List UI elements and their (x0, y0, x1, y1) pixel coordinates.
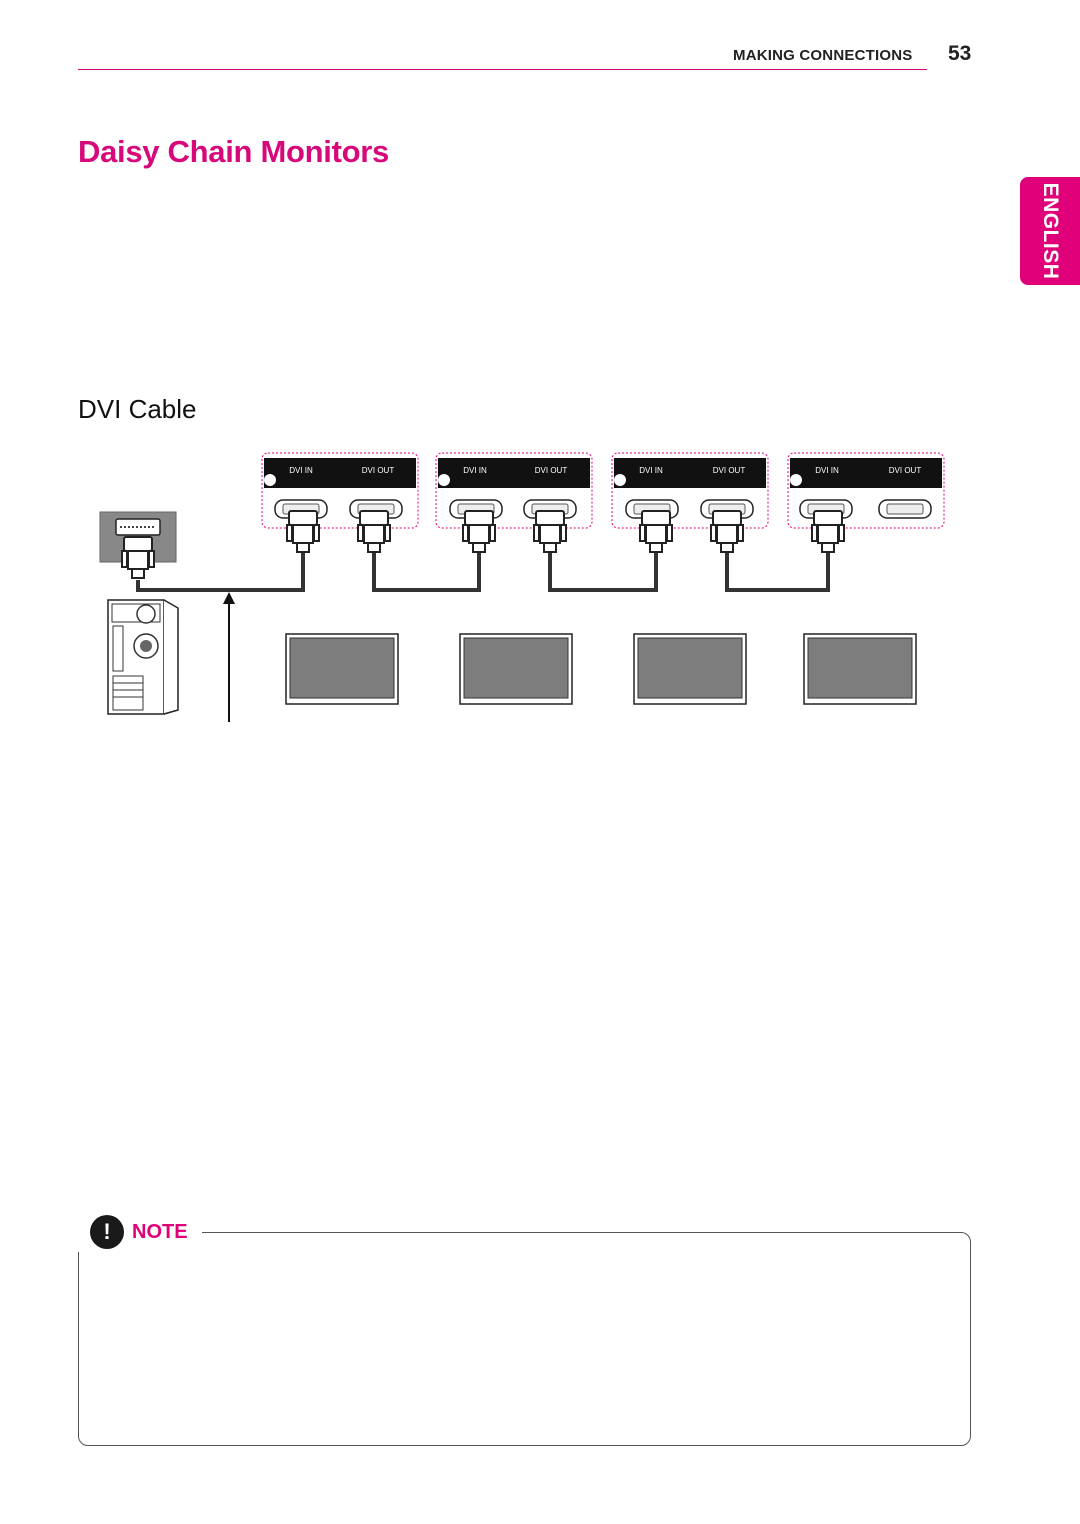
section-title: DVI Cable (78, 394, 197, 424)
monitor-icon (803, 633, 917, 705)
page-number: 53 (948, 42, 972, 65)
monitor-port-panel-4: DVI IN DVI OUT (787, 452, 945, 553)
monitor-port-panel-3: DVI IN DVI OUT (611, 452, 769, 553)
pc-dvi-port (99, 511, 177, 579)
dvi-out-label: DVI OUT (713, 466, 746, 475)
dvi-in-label: DVI IN (815, 466, 839, 475)
note-header: ! NOTE (70, 1212, 202, 1252)
daisy-chain-diagram: DVI IN DVI OUT DVI IN DVI OUT DVI IN DVI… (99, 452, 945, 722)
header-section-label: MAKING CONNECTIONS (733, 47, 913, 64)
note-box (78, 1232, 971, 1446)
dvi-out-label: DVI OUT (889, 466, 922, 475)
dvi-out-label: DVI OUT (362, 466, 395, 475)
dvi-in-label: DVI IN (639, 466, 663, 475)
header-rule (78, 69, 927, 70)
arrow-up-icon (223, 592, 235, 722)
dvi-cables (136, 552, 830, 592)
monitor-icon (459, 633, 573, 705)
language-tab-label: ENGLISH (1039, 182, 1062, 280)
monitor-icon (285, 633, 399, 705)
language-tab: ENGLISH (1020, 177, 1080, 285)
page-title: Daisy Chain Monitors (78, 134, 389, 169)
exclamation-icon: ! (90, 1215, 124, 1249)
dvi-out-label: DVI OUT (535, 466, 568, 475)
monitor-port-panel-2: DVI IN DVI OUT (435, 452, 593, 553)
monitor-icon (633, 633, 747, 705)
pc-tower-icon (107, 599, 179, 715)
dvi-in-label: DVI IN (289, 466, 313, 475)
dvi-in-label: DVI IN (463, 466, 487, 475)
note-label: NOTE (132, 1220, 188, 1243)
monitor-port-panel-1: DVI IN DVI OUT (261, 452, 419, 553)
